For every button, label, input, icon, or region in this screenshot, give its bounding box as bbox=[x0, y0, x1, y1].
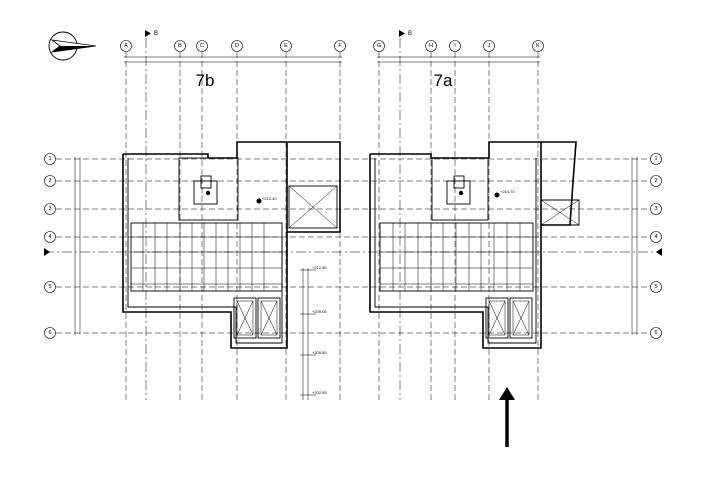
svg-text:5: 5 bbox=[48, 284, 51, 290]
svg-text:I: I bbox=[454, 43, 456, 49]
row-bubble: 5 bbox=[650, 281, 662, 293]
skylight-panels-right bbox=[485, 297, 533, 339]
row-bubble: 1 bbox=[650, 153, 662, 165]
column-bubble: I bbox=[449, 40, 461, 52]
svg-text:F: F bbox=[338, 43, 342, 49]
column-bubble: E bbox=[280, 40, 292, 52]
column-bubbles: A B C D E F G H I J K bbox=[120, 40, 544, 52]
elevation-label: +209.05 bbox=[312, 309, 327, 314]
row-bubble: 4 bbox=[44, 231, 56, 243]
north-arrow-icon bbox=[48, 31, 97, 61]
structural-grid-left bbox=[130, 222, 283, 292]
row-bubble: 6 bbox=[650, 327, 662, 339]
elevation-label: +212.40 bbox=[312, 265, 327, 270]
row-bubble: 3 bbox=[44, 203, 56, 215]
svg-text:1: 1 bbox=[48, 156, 51, 162]
row-bubble: 4 bbox=[650, 231, 662, 243]
svg-text:K: K bbox=[536, 43, 540, 49]
column-bubble: G bbox=[373, 40, 385, 52]
dimension-lines-side bbox=[74, 157, 638, 335]
column-bubble: D bbox=[231, 40, 243, 52]
svg-text:E: E bbox=[284, 43, 288, 49]
row-bubbles-left: 1 2 3 4 5 6 bbox=[44, 153, 56, 339]
column-bubble: A bbox=[120, 40, 132, 52]
building-title-left: 7b bbox=[196, 71, 215, 90]
dimension-lines-top bbox=[124, 56, 540, 63]
svg-text:H: H bbox=[429, 43, 433, 49]
building-title-right: 7a bbox=[434, 71, 453, 90]
svg-text:J: J bbox=[488, 43, 491, 49]
row-bubble: 5 bbox=[44, 281, 56, 293]
section-cut-markers bbox=[44, 248, 662, 256]
column-bubble: C bbox=[196, 40, 208, 52]
svg-text:D: D bbox=[235, 43, 239, 49]
svg-text:2: 2 bbox=[654, 178, 657, 184]
elevation-label: +202.55 bbox=[312, 390, 327, 395]
svg-text:3: 3 bbox=[654, 206, 657, 212]
svg-text:6: 6 bbox=[654, 330, 657, 336]
up-arrow-icon bbox=[499, 387, 515, 447]
section-marker-label-left: B bbox=[154, 31, 158, 37]
row-bubble: 2 bbox=[650, 175, 662, 187]
building-outline-right: +214.70 bbox=[369, 141, 580, 349]
elevation-label: +205.50 bbox=[312, 350, 327, 355]
skylight-panels-left bbox=[233, 297, 281, 339]
section-marker-label-right: B bbox=[408, 31, 412, 37]
row-bubble: 2 bbox=[44, 175, 56, 187]
svg-text:C: C bbox=[200, 43, 204, 49]
column-bubble: J bbox=[483, 40, 495, 52]
level-label-right: +214.70 bbox=[500, 189, 515, 194]
column-bubble: H bbox=[425, 40, 437, 52]
svg-text:2: 2 bbox=[48, 178, 51, 184]
section-marker-icon: B B bbox=[145, 30, 412, 37]
row-bubble: 6 bbox=[44, 327, 56, 339]
structural-grid-right bbox=[379, 222, 534, 292]
svg-text:5: 5 bbox=[654, 284, 657, 290]
row-bubble: 1 bbox=[44, 153, 56, 165]
row-bubble: 3 bbox=[650, 203, 662, 215]
row-bubbles-right: 1 2 3 4 5 6 bbox=[650, 153, 662, 339]
svg-text:B: B bbox=[178, 43, 182, 49]
svg-text:G: G bbox=[377, 43, 381, 49]
column-bubble: K bbox=[532, 40, 544, 52]
svg-text:6: 6 bbox=[48, 330, 51, 336]
svg-text:A: A bbox=[124, 43, 128, 49]
grid-lines-vertical bbox=[125, 38, 539, 400]
svg-text:3: 3 bbox=[48, 206, 51, 212]
elevation-stack: +212.40 +209.05 +205.50 +202.55 bbox=[300, 265, 327, 400]
level-label-left: +212.40 bbox=[262, 196, 277, 201]
svg-text:1: 1 bbox=[654, 156, 657, 162]
building-outline-left: +212.40 bbox=[122, 141, 341, 349]
svg-text:4: 4 bbox=[654, 234, 657, 240]
column-bubble: B bbox=[174, 40, 186, 52]
column-bubble: F bbox=[334, 40, 346, 52]
svg-text:4: 4 bbox=[48, 234, 51, 240]
